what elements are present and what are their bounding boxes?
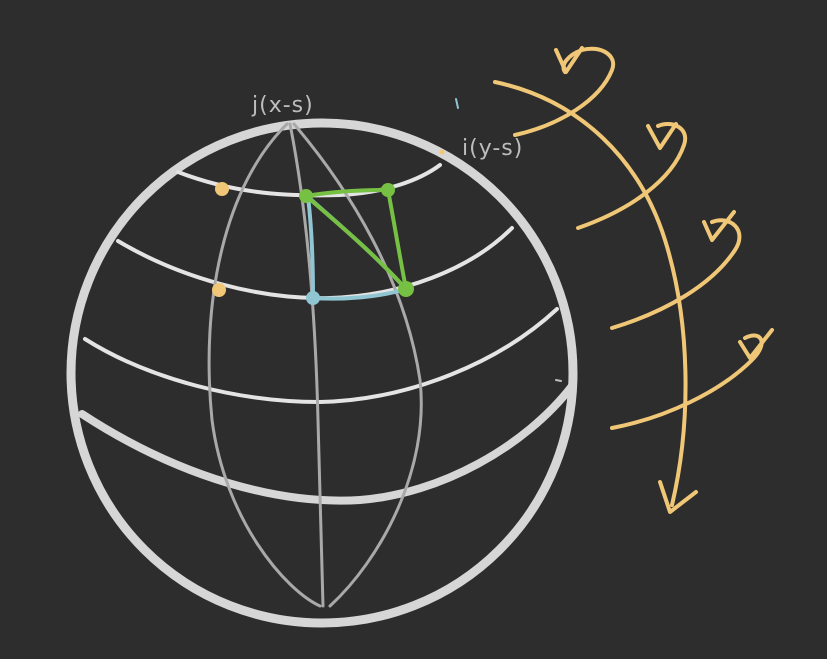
small-ticks — [455, 98, 459, 109]
marker-dot-lower — [212, 283, 226, 297]
spiral-loop-2-head — [646, 122, 678, 150]
sphere-outline — [66, 118, 578, 628]
blue-patch-bottom-edge — [311, 287, 408, 301]
marker-dot-upper — [215, 182, 229, 196]
patch-vertices — [299, 183, 414, 305]
spiral-loop-1 — [513, 46, 616, 137]
i-axis-label: i(y-s) — [462, 136, 523, 161]
vertex-dot-top-right — [381, 183, 395, 197]
rotation-arrowhead — [658, 480, 698, 514]
latitude-lines — [83, 163, 559, 405]
vertex-dot-bottom-right — [398, 281, 414, 297]
tick-i-label — [455, 98, 459, 109]
green-patch-right-edge — [386, 188, 408, 291]
latitude-line-2 — [116, 226, 514, 301]
spiral-loop-1-head — [554, 46, 584, 74]
blue-patch-left-edge — [306, 195, 315, 300]
spiral-loop-2 — [576, 122, 688, 230]
green-surface-patch — [304, 188, 408, 291]
spiral-loop-3 — [610, 218, 742, 330]
vertex-dot-bottom-left — [306, 291, 320, 305]
tick-right-edge — [555, 379, 562, 382]
marker-dot-label-tick — [439, 149, 445, 155]
vertex-dot-top-left — [299, 189, 313, 203]
j-axis-label: j(x-s) — [251, 93, 314, 118]
meridian-left — [207, 122, 322, 608]
latitude-line-3 — [83, 307, 559, 405]
spiral-loop-4 — [610, 333, 764, 430]
spiral-loop-3-head — [702, 210, 736, 242]
green-patch-top-edge — [304, 188, 390, 198]
green-patch-diagonal — [304, 194, 407, 290]
equator-line — [78, 382, 576, 505]
spiral-rotation-arrow-icon — [493, 46, 774, 514]
spiral-loop-4-head — [738, 328, 774, 360]
marker-dots — [212, 149, 445, 297]
